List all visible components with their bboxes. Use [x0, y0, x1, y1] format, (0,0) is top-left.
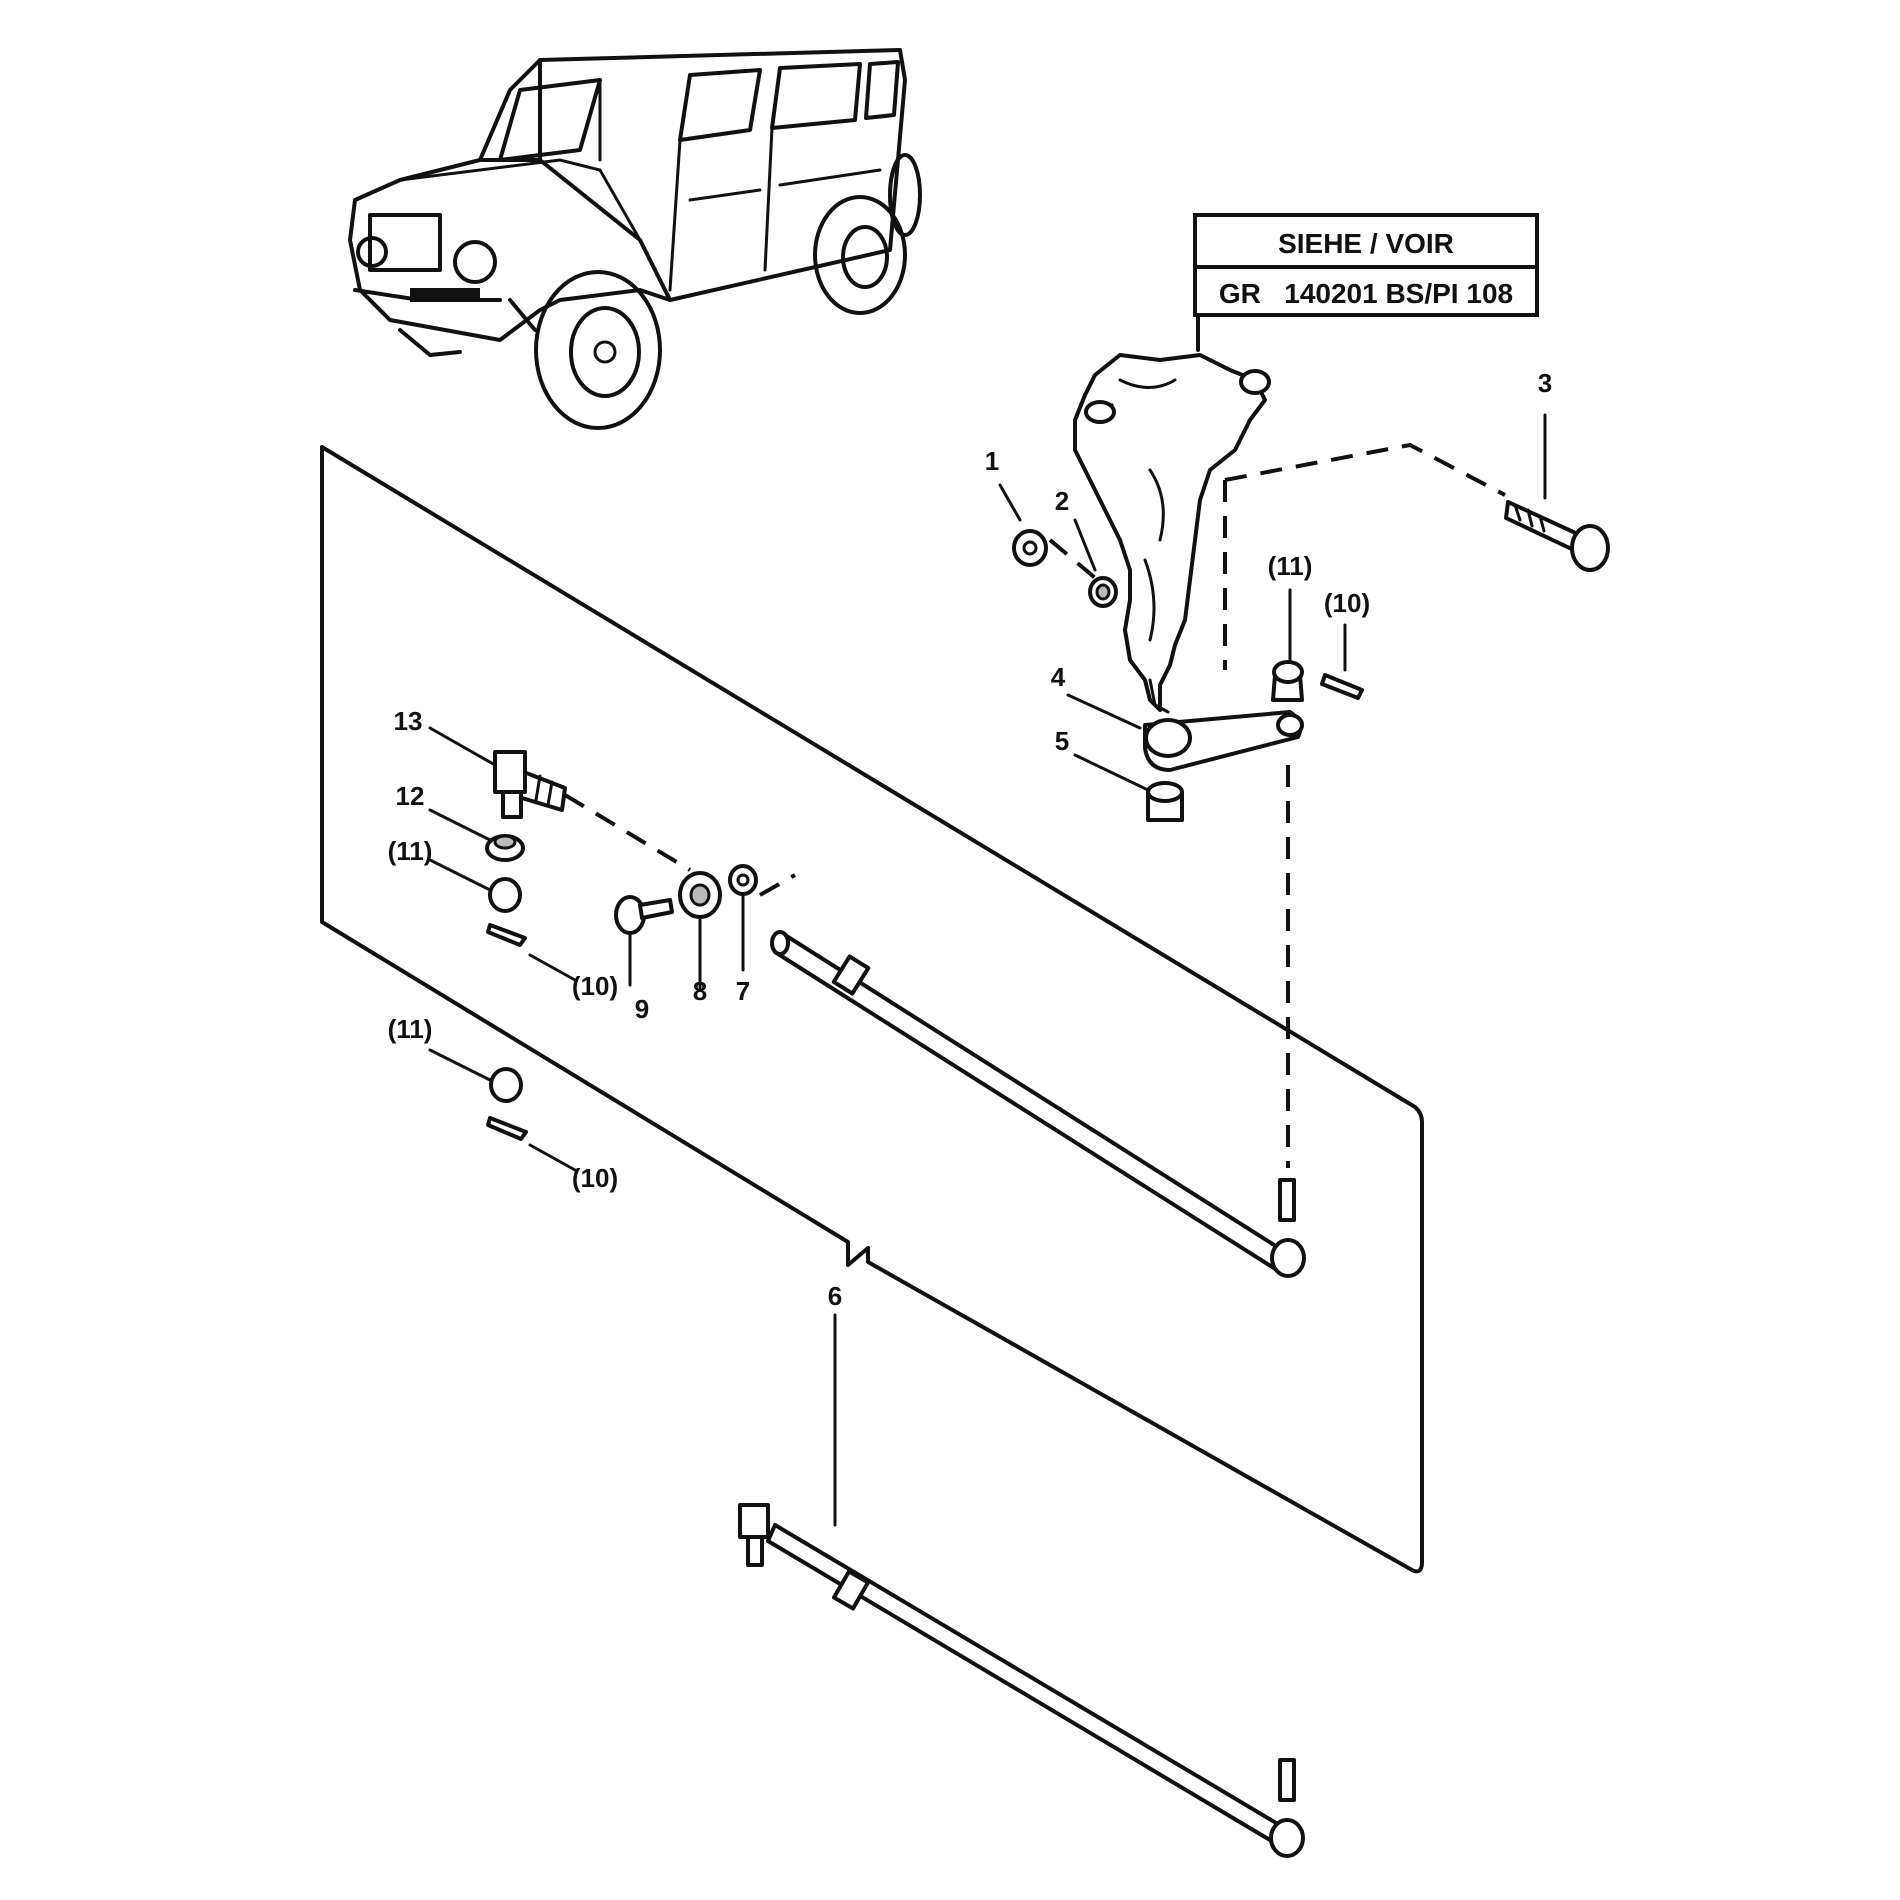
reference-box: SIEHE / VOIR GR 140201 BS/PI 108 — [1193, 213, 1539, 352]
callout-13: 13 — [394, 706, 423, 736]
vehicle-illustration — [348, 48, 922, 430]
steering-gear-housing — [1073, 353, 1271, 714]
callout-5: 5 — [1055, 726, 1069, 756]
nut-part-11-lower — [489, 1067, 523, 1103]
callout-2: 2 — [1055, 486, 1069, 516]
cotter-pin-part-10-lower — [486, 1116, 528, 1141]
nut-part-11-upper — [1271, 660, 1304, 702]
nut-part-5 — [1146, 781, 1184, 822]
bolt-part-9 — [614, 895, 674, 935]
callout-11-lower: (11) — [388, 1014, 433, 1044]
callout-9: 9 — [635, 994, 649, 1024]
pitman-arm-part-4 — [1143, 710, 1304, 772]
clamp-part-8 — [678, 871, 722, 919]
cotter-pin-part-10-upper — [1320, 673, 1364, 700]
callout-10-middle: (10) — [572, 971, 618, 1001]
drag-link-tube — [770, 930, 1306, 1278]
bolt-part-3 — [1504, 500, 1610, 572]
callout-3: 3 — [1538, 368, 1552, 398]
reference-line-2: GR 140201 BS/PI 108 — [1219, 278, 1513, 309]
callout-4: 4 — [1051, 662, 1066, 692]
callout-10-lower: (10) — [572, 1163, 618, 1193]
reference-line-1: SIEHE / VOIR — [1278, 228, 1454, 259]
callout-11-upper: (11) — [1268, 551, 1313, 581]
washer-part-12 — [485, 834, 525, 862]
nut-part-7 — [728, 864, 758, 896]
cotter-pin-part-10-middle — [486, 923, 527, 947]
nut-part-1 — [1012, 529, 1048, 567]
callout-12: 12 — [396, 781, 425, 811]
callout-10-upper: (10) — [1324, 588, 1370, 618]
tie-rod-part-6 — [738, 1503, 1305, 1858]
nut-part-11-middle — [488, 877, 522, 913]
callout-6: 6 — [828, 1281, 842, 1311]
callout-11-middle: (11) — [388, 836, 433, 866]
callout-7: 7 — [736, 976, 750, 1006]
dashed-guides — [563, 442, 1506, 1168]
leader-lines — [428, 413, 1547, 1527]
callout-8: 8 — [693, 976, 707, 1006]
ball-joint-part-13 — [493, 750, 567, 819]
assembly-panel — [320, 445, 1424, 1574]
callout-labels: 1 2 3 4 5 6 7 8 9 12 13 (11) (10) (11) (… — [388, 368, 1553, 1311]
washer-part-2 — [1088, 576, 1118, 608]
callout-1: 1 — [985, 446, 999, 476]
